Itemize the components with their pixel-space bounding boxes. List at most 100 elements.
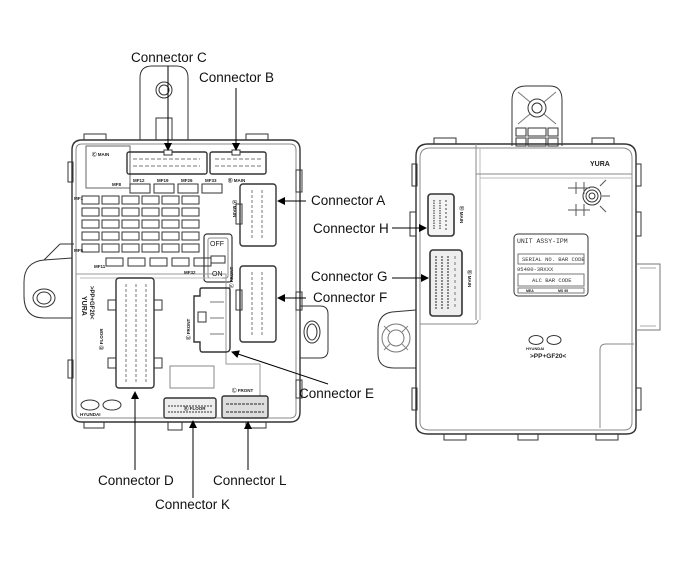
tag-h: Ⓗ MAIN [458,206,465,223]
callout-leaders [131,66,429,498]
rear-part-mark: >PP+GF20< [530,353,567,360]
fuse-slot [193,257,212,267]
rear-maker: HYUNDAI [526,346,544,351]
fuse-slot [181,231,200,241]
fuse-slot [181,219,200,229]
fuse-slot [101,243,120,253]
fuse-slot [161,195,180,205]
fuse-slot [121,243,140,253]
callout-connector-g: Connector G [311,269,388,284]
fuse-slot [127,257,146,267]
rear-unit-body [415,143,637,435]
fuse-label-mf11: MF11 [94,264,106,269]
fuse-slot [141,219,160,229]
connector-h [427,193,455,237]
fuse-slot [161,219,180,229]
connector-a [239,183,277,247]
plate-part-no: 95400-3RXXX [517,266,554,273]
fuse-slot [81,231,100,241]
fuse-label-mf32: MF32 [184,270,196,275]
fuse-label-mf1: MF1 [74,196,83,201]
front-unit-text: Ⓒ MAIN Ⓑ MAIN MF8 MF12 MF19 MF26 MF33 MF… [74,151,253,417]
fuse-slot [149,257,168,267]
fuse-slot [105,257,124,267]
front-unit-body [71,139,301,423]
switch-on-label: ON [212,271,223,278]
fuse-label-mf33: MF33 [205,178,217,183]
front-left-mount-ear [23,257,73,319]
plate-alc: ALC BAR CODE [532,277,572,284]
fuse-slot [121,207,140,217]
connector-k [163,397,217,419]
fuse-label-mf26: MF26 [181,178,193,183]
callout-connector-d: Connector D [98,473,174,488]
tag-e: Ⓔ FRONT [185,319,192,340]
fuse-slot [101,219,120,229]
connector-d [115,277,155,389]
fuse-slot [81,207,100,217]
tag-a: Ⓐ MAIN [231,200,238,217]
fuse-slot [161,207,180,217]
callout-connector-e: Connector E [299,386,375,401]
switch-off-label: OFF [210,241,224,248]
fuse-slot [141,195,160,205]
fuse-slot [181,207,200,217]
plate-foot-left: MEA [526,289,534,293]
tag-d: Ⓓ FLOOR [98,328,105,350]
fuse-slot [121,219,140,229]
tag-f: Ⓕ FRONT [228,267,235,288]
tag-k: Ⓚ FLOOR [184,405,206,412]
fuse-label-mf5: MF5 [74,248,83,253]
front-brand: YURA [80,296,87,316]
plate-foot-right: MS 95 [558,289,568,293]
rear-top-mount-tab [511,85,563,146]
fuse-slot [101,231,120,241]
rear-unit-text: YURA UNIT ASSY-IPM SERIAL NO. BAR CODE 9… [458,161,610,360]
fuse-slot [141,207,160,217]
callout-connector-f: Connector F [313,290,388,305]
callout-connector-l: Connector L [213,473,287,488]
plate-serial: SERIAL NO. BAR CODE [522,256,585,263]
tag-c: Ⓒ MAIN [92,151,109,158]
front-top-mount-tab [139,65,189,140]
front-part-mark: >PP+GF20< [88,286,94,320]
fuse-slot [101,195,120,205]
fuse-slot [141,231,160,241]
leader-e [231,350,329,385]
front-right-mount-ear [300,305,329,359]
fuse-slot [81,195,100,205]
fuse-slot [171,257,190,267]
callout-connector-c: Connector C [131,50,207,65]
front-maker: HYUNDAI [80,412,101,417]
fuse-slot [121,195,140,205]
tag-b: Ⓑ MAIN [228,177,245,184]
callout-connector-a: Connector A [311,193,386,208]
callout-connector-k: Connector K [155,497,231,512]
fuse-slot [81,219,100,229]
front-top-mount-hole [155,81,173,99]
callout-connector-b: Connector B [199,70,275,85]
fuse-slot [121,231,140,241]
connector-e [193,287,231,353]
plate-title: UNIT ASSY-IPM [517,238,568,245]
fuse-slot [81,243,100,253]
connector-l [221,395,269,419]
tag-g: Ⓖ MAIN [466,270,473,287]
tag-l: Ⓛ FRONT [232,387,253,394]
fuse-label-mf12: MF12 [133,178,145,183]
fuse-slot [161,231,180,241]
fuse-label-mf19: MF19 [157,178,169,183]
rear-brand: YURA [590,161,610,168]
fuse-rows [81,195,212,267]
front-unit [23,65,329,431]
label-plate [513,233,589,297]
fuse-slot [181,195,200,205]
fuse-slot [101,207,120,217]
fuse-slot [141,243,160,253]
fuse-grid [129,183,223,194]
fuse-slot [181,243,200,253]
fuse-label-mf8: MF8 [112,182,121,187]
connector-f [239,265,277,343]
